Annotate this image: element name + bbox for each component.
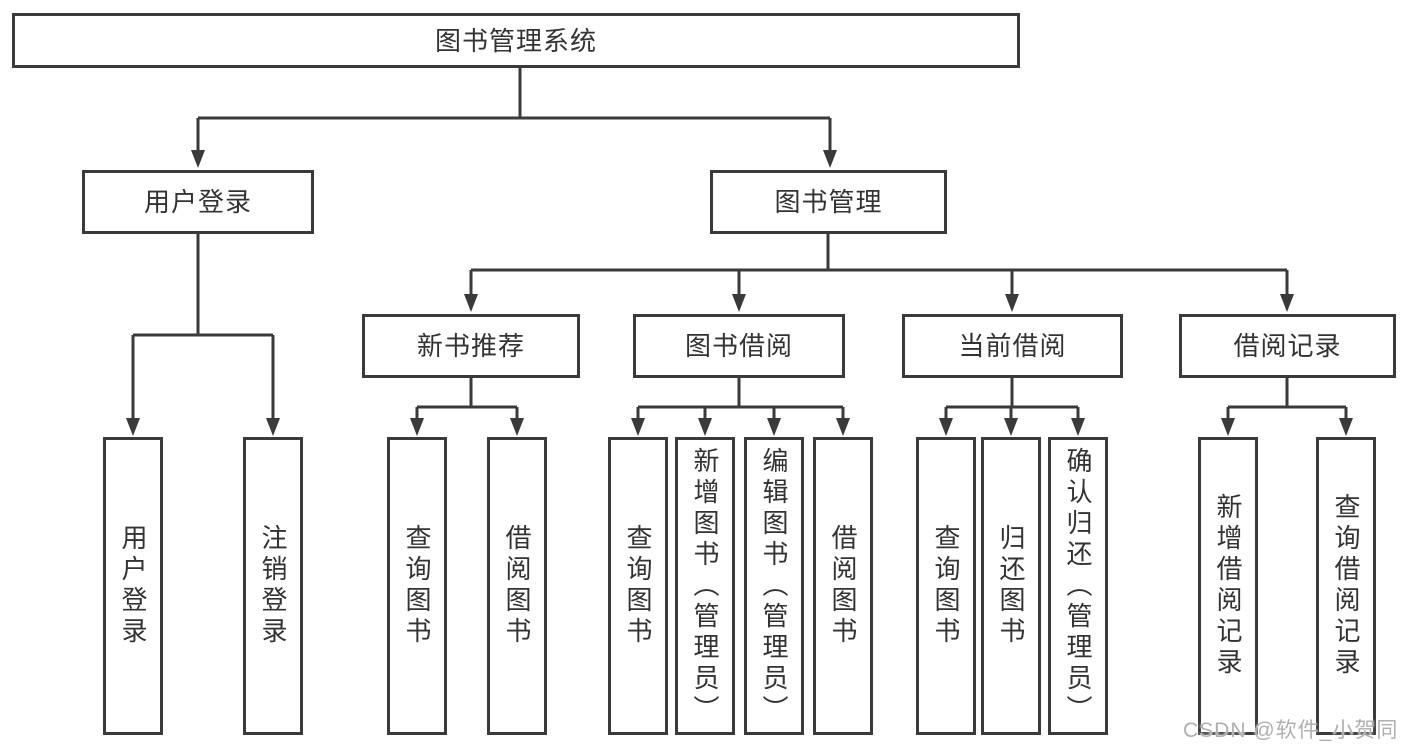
node-label: 图书借阅	[684, 331, 793, 361]
arrowhead	[939, 418, 953, 436]
leaf-add-borrow-record: 新增借阅记录	[1198, 437, 1258, 735]
node-current-borrowing: 当前借阅	[902, 314, 1123, 378]
node-book-borrowing: 图书借阅	[633, 314, 845, 378]
leaf-query-books-2: 查询图书	[608, 437, 668, 735]
node-label: 查询图书	[623, 524, 653, 648]
node-label: 注销登录	[258, 524, 288, 648]
node-new-book-recommendation: 新书推荐	[362, 314, 580, 378]
arrowhead	[698, 418, 712, 436]
arrowhead	[1280, 294, 1294, 312]
arrowhead	[1339, 418, 1353, 436]
arrowhead	[126, 418, 140, 436]
leaf-user-login: 用户登录	[103, 437, 163, 735]
connector-root-to-level2	[191, 67, 837, 168]
node-borrowing-records: 借阅记录	[1179, 314, 1396, 378]
arrowhead	[410, 418, 424, 436]
node-label: 图书管理	[774, 187, 883, 217]
node-label: 借阅图书	[828, 524, 858, 648]
connector-current-borrowing-to-leaves	[939, 377, 1085, 436]
leaf-add-books-admin: 新增图书（管理员）	[675, 437, 735, 735]
node-label: 归还图书	[996, 524, 1026, 648]
arrowhead	[1071, 418, 1085, 436]
node-label: 用户登录	[118, 524, 148, 648]
csdn-watermark: CSDN @软件_小贺同学	[1183, 719, 1399, 742]
arrowhead	[732, 294, 746, 312]
leaf-query-books-3: 查询图书	[916, 437, 976, 735]
arrowhead	[1221, 418, 1235, 436]
node-label: 查询图书	[931, 524, 961, 648]
arrowhead	[1005, 294, 1019, 312]
node-user-login: 用户登录	[82, 170, 314, 234]
node-label: 当前借阅	[958, 331, 1067, 361]
arrowhead	[191, 150, 205, 168]
arrowhead	[823, 150, 837, 168]
node-label: 查询借阅记录	[1331, 493, 1361, 679]
connector-new-book-recommendation-to-leaves	[410, 377, 524, 436]
arrowhead	[1004, 418, 1018, 436]
arrowhead	[767, 418, 781, 436]
node-label: 查询图书	[402, 524, 432, 648]
node-label: 图书管理系统	[434, 25, 597, 56]
leaf-return-books: 归还图书	[981, 437, 1041, 735]
node-label: 借阅记录	[1233, 331, 1342, 361]
node-label: 借阅图书	[502, 524, 532, 648]
arrowhead	[510, 418, 524, 436]
leaf-query-borrow-record: 查询借阅记录	[1316, 437, 1376, 735]
node-label: 新增图书（管理员）	[690, 446, 720, 726]
connector-borrowing-records-to-leaves	[1221, 377, 1353, 436]
connector-user-login-to-leaves	[126, 233, 280, 436]
node-label: 用户登录	[143, 187, 252, 217]
node-label: 新书推荐	[416, 331, 525, 361]
leaf-logout: 注销登录	[243, 437, 303, 735]
leaf-borrow-books-1: 借阅图书	[487, 437, 547, 735]
arrowhead	[266, 418, 280, 436]
node-label: 新增借阅记录	[1213, 493, 1243, 679]
node-book-management: 图书管理	[710, 170, 947, 234]
node-label: 确认归还（管理员）	[1063, 446, 1093, 726]
connector-book-management-to-level3	[464, 233, 1294, 312]
arrowhead	[631, 418, 645, 436]
node-library-management-system: 图书管理系统	[12, 13, 1020, 68]
node-label: 编辑图书（管理员）	[759, 446, 789, 726]
leaf-edit-books-admin: 编辑图书（管理员）	[744, 437, 804, 735]
arrowhead	[464, 294, 478, 312]
connector-book-borrowing-to-leaves	[631, 377, 850, 436]
leaf-query-books-1: 查询图书	[387, 437, 447, 735]
arrowhead	[836, 418, 850, 436]
leaf-confirm-return-admin: 确认归还（管理员）	[1048, 437, 1108, 735]
leaf-borrow-books-2: 借阅图书	[813, 437, 873, 735]
